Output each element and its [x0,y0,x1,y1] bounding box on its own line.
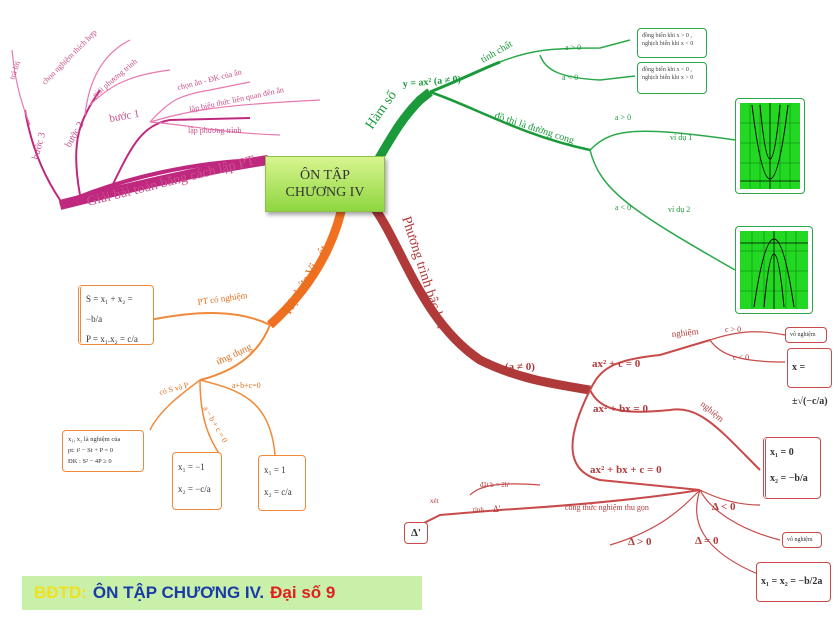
note-a-neg: đồng biến khi x < 0 , nghịch biến khi x … [637,62,707,94]
b3-item-0: trả lời [7,59,22,81]
center-line2: CHƯƠNG IV [285,185,365,200]
eq1-label: ax² + c = 0 [592,358,641,370]
viet-r2-1: x₂ = c/a [264,487,292,497]
footer-part1: BĐTD: [34,583,87,602]
hamso-func: y = ax² (a ≠ 0) [402,74,461,90]
d-pos: Δ > 0 [628,536,652,548]
d-zero: Δ = 0 [695,535,719,547]
vonghiem-box-2: vô nghiệm [782,532,822,548]
b1-item-0: chọn ẩn - ĐK của ẩn [176,67,242,92]
viet-r2-0: x₁ = 1 [264,465,286,475]
viet-sum: S = x₁ + x₂ = −b/a [86,294,133,324]
graph-2-canvas [740,231,808,309]
double-root-box: x₁ = x₂ = −b/2a [756,562,831,602]
footer-part2: ÔN TẬP CHƯƠNG IV. [92,583,265,602]
viet-r1-1: x₂ = −c/a [178,484,211,494]
cong-thuc-label: công thức nghiệm thu gọn [565,503,649,512]
pt-co-nghiem: PT có nghiệm [197,290,248,307]
bac2-cond: (a ≠ 0) [505,361,535,373]
d-neg: Δ < 0 [712,501,736,513]
viet-note-box: x₁, x₂ là nghiệm của pt: t² − St + P = 0… [62,430,144,472]
note-a-pos: đồng biến khi x > 0 , nghịch biến khi x … [637,28,707,58]
center-topic[interactable]: ÔN TẬP CHƯƠNG IV [265,156,385,212]
a-pos-1: a > 0 [565,43,581,52]
note-a-neg-text: đồng biến khi x < 0 , nghịch biến khi x … [642,67,694,81]
graph-example-1 [735,98,805,194]
note-a-pos-text: đồng biến khi x > 0 , nghịch biến khi x … [642,33,694,47]
ungdung-label: ứng dụng [215,342,254,368]
b1-item-1: lập biểu thức liên quan đến ẩn [189,85,285,114]
b1-item-2: lập phương trình [188,126,241,135]
graph-1-canvas [740,103,800,189]
nghiem-1: nghiệm [671,326,699,339]
delta-prime-text: Δ' [411,527,421,539]
xet-label: xét [430,497,439,505]
tinhchat-label: tính chất [479,39,515,66]
viet-r1-0: x₁ = −1 [178,462,205,472]
x-pm-box: x = ±√(−c/a) [787,348,832,407]
c-neg: c < 0 [733,353,749,362]
viet-note-2: ĐK : S² − 4P ≥ 0 [68,458,112,465]
a-neg-1: a < 0 [562,73,578,82]
viet-note-0: x₁, x₂ là nghiệm của [68,436,121,443]
vidu2-label: ví dụ 2 [668,205,690,214]
vonghiem-1-text: vô nghiệm [790,332,816,338]
nghiem-2: nghiệm [699,399,726,424]
viet-root-box-2: x₁ = 1 x₂ = c/a [258,455,306,511]
viet-root-box-1: x₁ = −1 x₂ = −c/a [172,452,222,510]
sol2-box: x₁ = 0 x₂ = −b/a [763,437,821,499]
c-pos: c > 0 [725,325,741,334]
datb-label: đặt b = 2b' [480,481,510,489]
viet-formula-box: S = x₁ + x₂ = −b/a P = x₁.x₂ = c/a [78,285,154,345]
a-neg-2: a < 0 [615,203,631,212]
buoc1-label: bước 1 [108,108,140,125]
tinh-label: tính [473,506,484,514]
sol2-0: x₁ = 0 [770,447,794,458]
eq2-label: ax² + bx = 0 [593,403,648,415]
cosp-label: có S và P [158,380,190,397]
buoc3-label: bước 3 [30,131,48,161]
delta-prime-box: Δ' [404,522,428,544]
viet-title: Hệ thức Vi - ét [280,242,332,316]
graph-example-2 [735,226,813,314]
a-pos-2: a > 0 [615,113,631,122]
viet-note-1: pt: t² − St + P = 0 [68,447,114,454]
footer-banner: BĐTD: ÔN TẬP CHƯƠNG IV. Đại số 9 [22,576,422,610]
x-pm-text: x = ±√(−c/a) [792,362,828,407]
eq3-label: ax² + bx + c = 0 [590,464,662,476]
viet-prod: P = x₁.x₂ = c/a [86,334,138,344]
b2-item-0: chọn nghiệm thích hợp [40,28,99,87]
vonghiem-2-text: vô nghiệm [787,537,813,543]
buoc2-label: bước 2 [63,120,86,149]
double-root-text: x₁ = x₂ = −b/2a [761,576,823,587]
center-line1: ÔN TẬP [300,168,350,183]
dothi-label: đồ thị là đường cong [493,110,575,146]
vonghiem-box-1: vô nghiệm [785,327,827,343]
vidu1-label: ví dụ 1 [670,133,692,142]
sol2-1: x₂ = −b/a [770,473,808,484]
delta-p-small: Δ' [493,504,501,514]
abc1-label: a+b+c=0 [232,381,261,390]
footer-part3: Đại số 9 [270,583,336,602]
pt-branch-title: Giải bài toán bằng cách lập PT [85,153,257,209]
